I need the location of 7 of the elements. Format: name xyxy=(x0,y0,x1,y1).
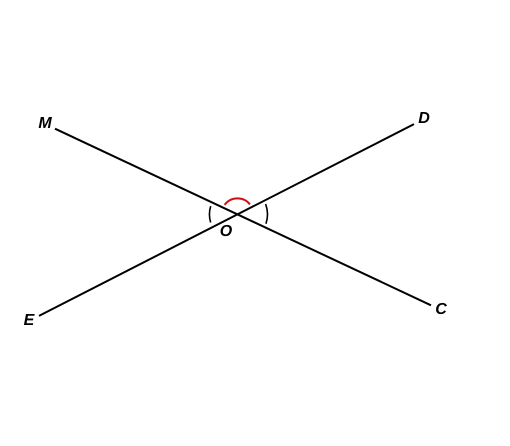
point-label: O xyxy=(220,224,232,240)
point-label: D xyxy=(418,111,430,127)
point-label: M xyxy=(38,116,52,132)
point-label: C xyxy=(435,302,447,318)
point-label: E xyxy=(24,313,34,329)
line xyxy=(38,123,414,317)
line xyxy=(54,128,432,306)
